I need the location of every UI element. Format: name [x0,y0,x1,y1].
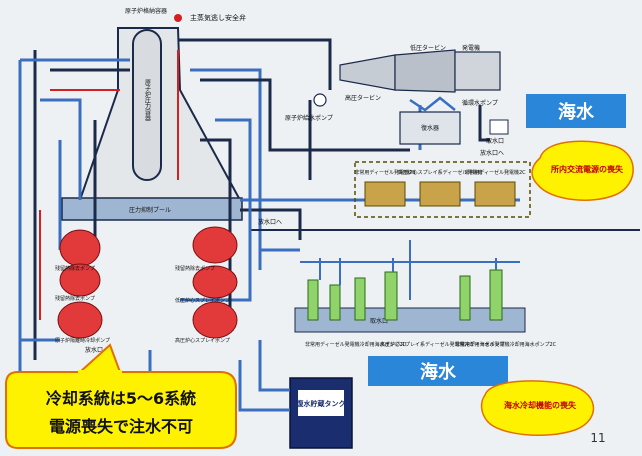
left-pump-c-label: 原子炉隔離時冷却ポンプ [55,337,110,344]
diesel-generators: 非常用ディーゼル発電機2B 高圧炉心スプレイ系ディーゼル発電機 非常用ディーゼル… [354,169,526,207]
condenser-coil [409,96,456,112]
sw-pump-2 [329,284,341,321]
sw-pump-b-label: 高圧炉心スプレイ系ディーゼル発電機冷却用海水ポンプ [380,341,505,348]
suppression-pool-label: 圧力抑制プール [129,206,171,214]
main-message-pointer-mask [78,370,122,376]
left-piping [18,50,130,420]
seawater-top-text: 海水 [558,101,595,123]
right-pump-c-label: 高圧炉心スプレイポンプ [175,337,230,344]
condenser [399,111,461,145]
feedwater-pump-label: 原子炉給水ポンプ [285,114,333,122]
left-pumps: 残留熱除去ポンプ 残留熱除去ポンプ 原子炉隔離時冷却ポンプ [55,229,110,344]
condenser-label: 復水器 [421,124,439,132]
main-message-line1: 冷却系統は5～6系統 [46,389,196,408]
right-pump-b-label: 低圧炉心スプレイポンプ [175,297,230,304]
hp-turbine-label: 高圧タービン [345,94,381,102]
ac-power-loss-text: 所内交流電源の喪失 [550,164,624,174]
page-number: 11 [590,431,605,445]
dg-c [474,181,516,207]
intake-box [489,119,509,135]
seawater-cooling-loss-callout [480,380,594,436]
lp-turbine-shape [394,49,456,93]
dg-a-label: 非常用ディーゼル発電機2B [354,169,416,176]
relief-valve-label: 主蒸気逃し安全弁 [190,13,246,22]
ac-power-loss-callout [531,140,634,201]
seawater-top-badge [526,94,626,128]
dg-a [364,181,406,207]
right-pump-a-label: 残留熱除去ポンプ [175,265,215,272]
dg-c-label: 非常用ディーゼル発電機2C [464,169,526,176]
pressure-vessel-label: 原子炉圧力容器 [144,79,151,122]
right-pump-c [192,301,238,339]
left-pump-a-label: 残留熱除去ポンプ [55,265,95,272]
sw-pump-1 [307,279,319,321]
generator-label: 発電機 [462,44,480,52]
dg-b [419,181,461,207]
right-pumps: 残留熱除去ポンプ 低圧炉心スプレイポンプ 高圧炉心スプレイポンプ [175,226,238,344]
feedwater-pump-icon [313,93,327,107]
seawater-bottom-text: 海水 [420,361,457,383]
sw-pump-a-label: 非常用ディーゼル発電機冷却用海水ポンプ2D [305,341,407,348]
main-message-line2: 電源喪失で注水不可 [49,417,193,436]
seawater-cooling-loss-text: 海水冷却機能の喪失 [504,400,577,410]
left-pump-a [59,229,101,267]
intake-pit-label: 取水口 [370,317,388,325]
discharge-label-1: 放水口へ [480,149,504,157]
discharge-label-2: 放水口へ [258,218,282,226]
sw-pump-5 [459,275,471,321]
seawater-bottom-badge [368,356,508,386]
relief-valve-icon [174,14,182,22]
containment-label: 原子炉格納容器 [125,7,167,15]
seawater-pumps [307,269,503,321]
intake-label: 取水口 [486,137,504,145]
condensate-tank-label-box [298,390,344,416]
discharge-label-3: 放水口へ [85,346,109,354]
condensate-tank-label: 復水貯蔵タンク [296,399,346,408]
pressure-vessel [132,29,162,181]
right-piping [177,38,640,330]
left-pump-b-label: 残留熱除去ポンプ [55,295,95,302]
main-message-box [5,371,237,449]
right-pump-b [192,265,238,299]
turbine-group: 高圧タービン 低圧タービン 発電機 [339,44,501,102]
dg-frame [354,161,531,218]
lp-turbine-label: 低圧タービン [410,44,446,52]
sw-pump-3 [354,277,366,321]
left-pump-b [59,263,101,297]
left-pump-c [57,301,103,339]
dg-b-label: 高圧炉心スプレイ系ディーゼル発電機 [398,169,483,176]
condensate-pump-label: 循環水ポンプ [462,99,498,107]
seawater-piping [300,240,520,300]
sw-pump-6 [489,269,503,321]
sw-pump-4 [384,271,398,321]
generator-shape [454,51,501,91]
sw-pump-c-label: 非常用ディーゼル発電機冷却用海水ポンプ2C [455,341,557,348]
right-pump-a [192,226,238,264]
